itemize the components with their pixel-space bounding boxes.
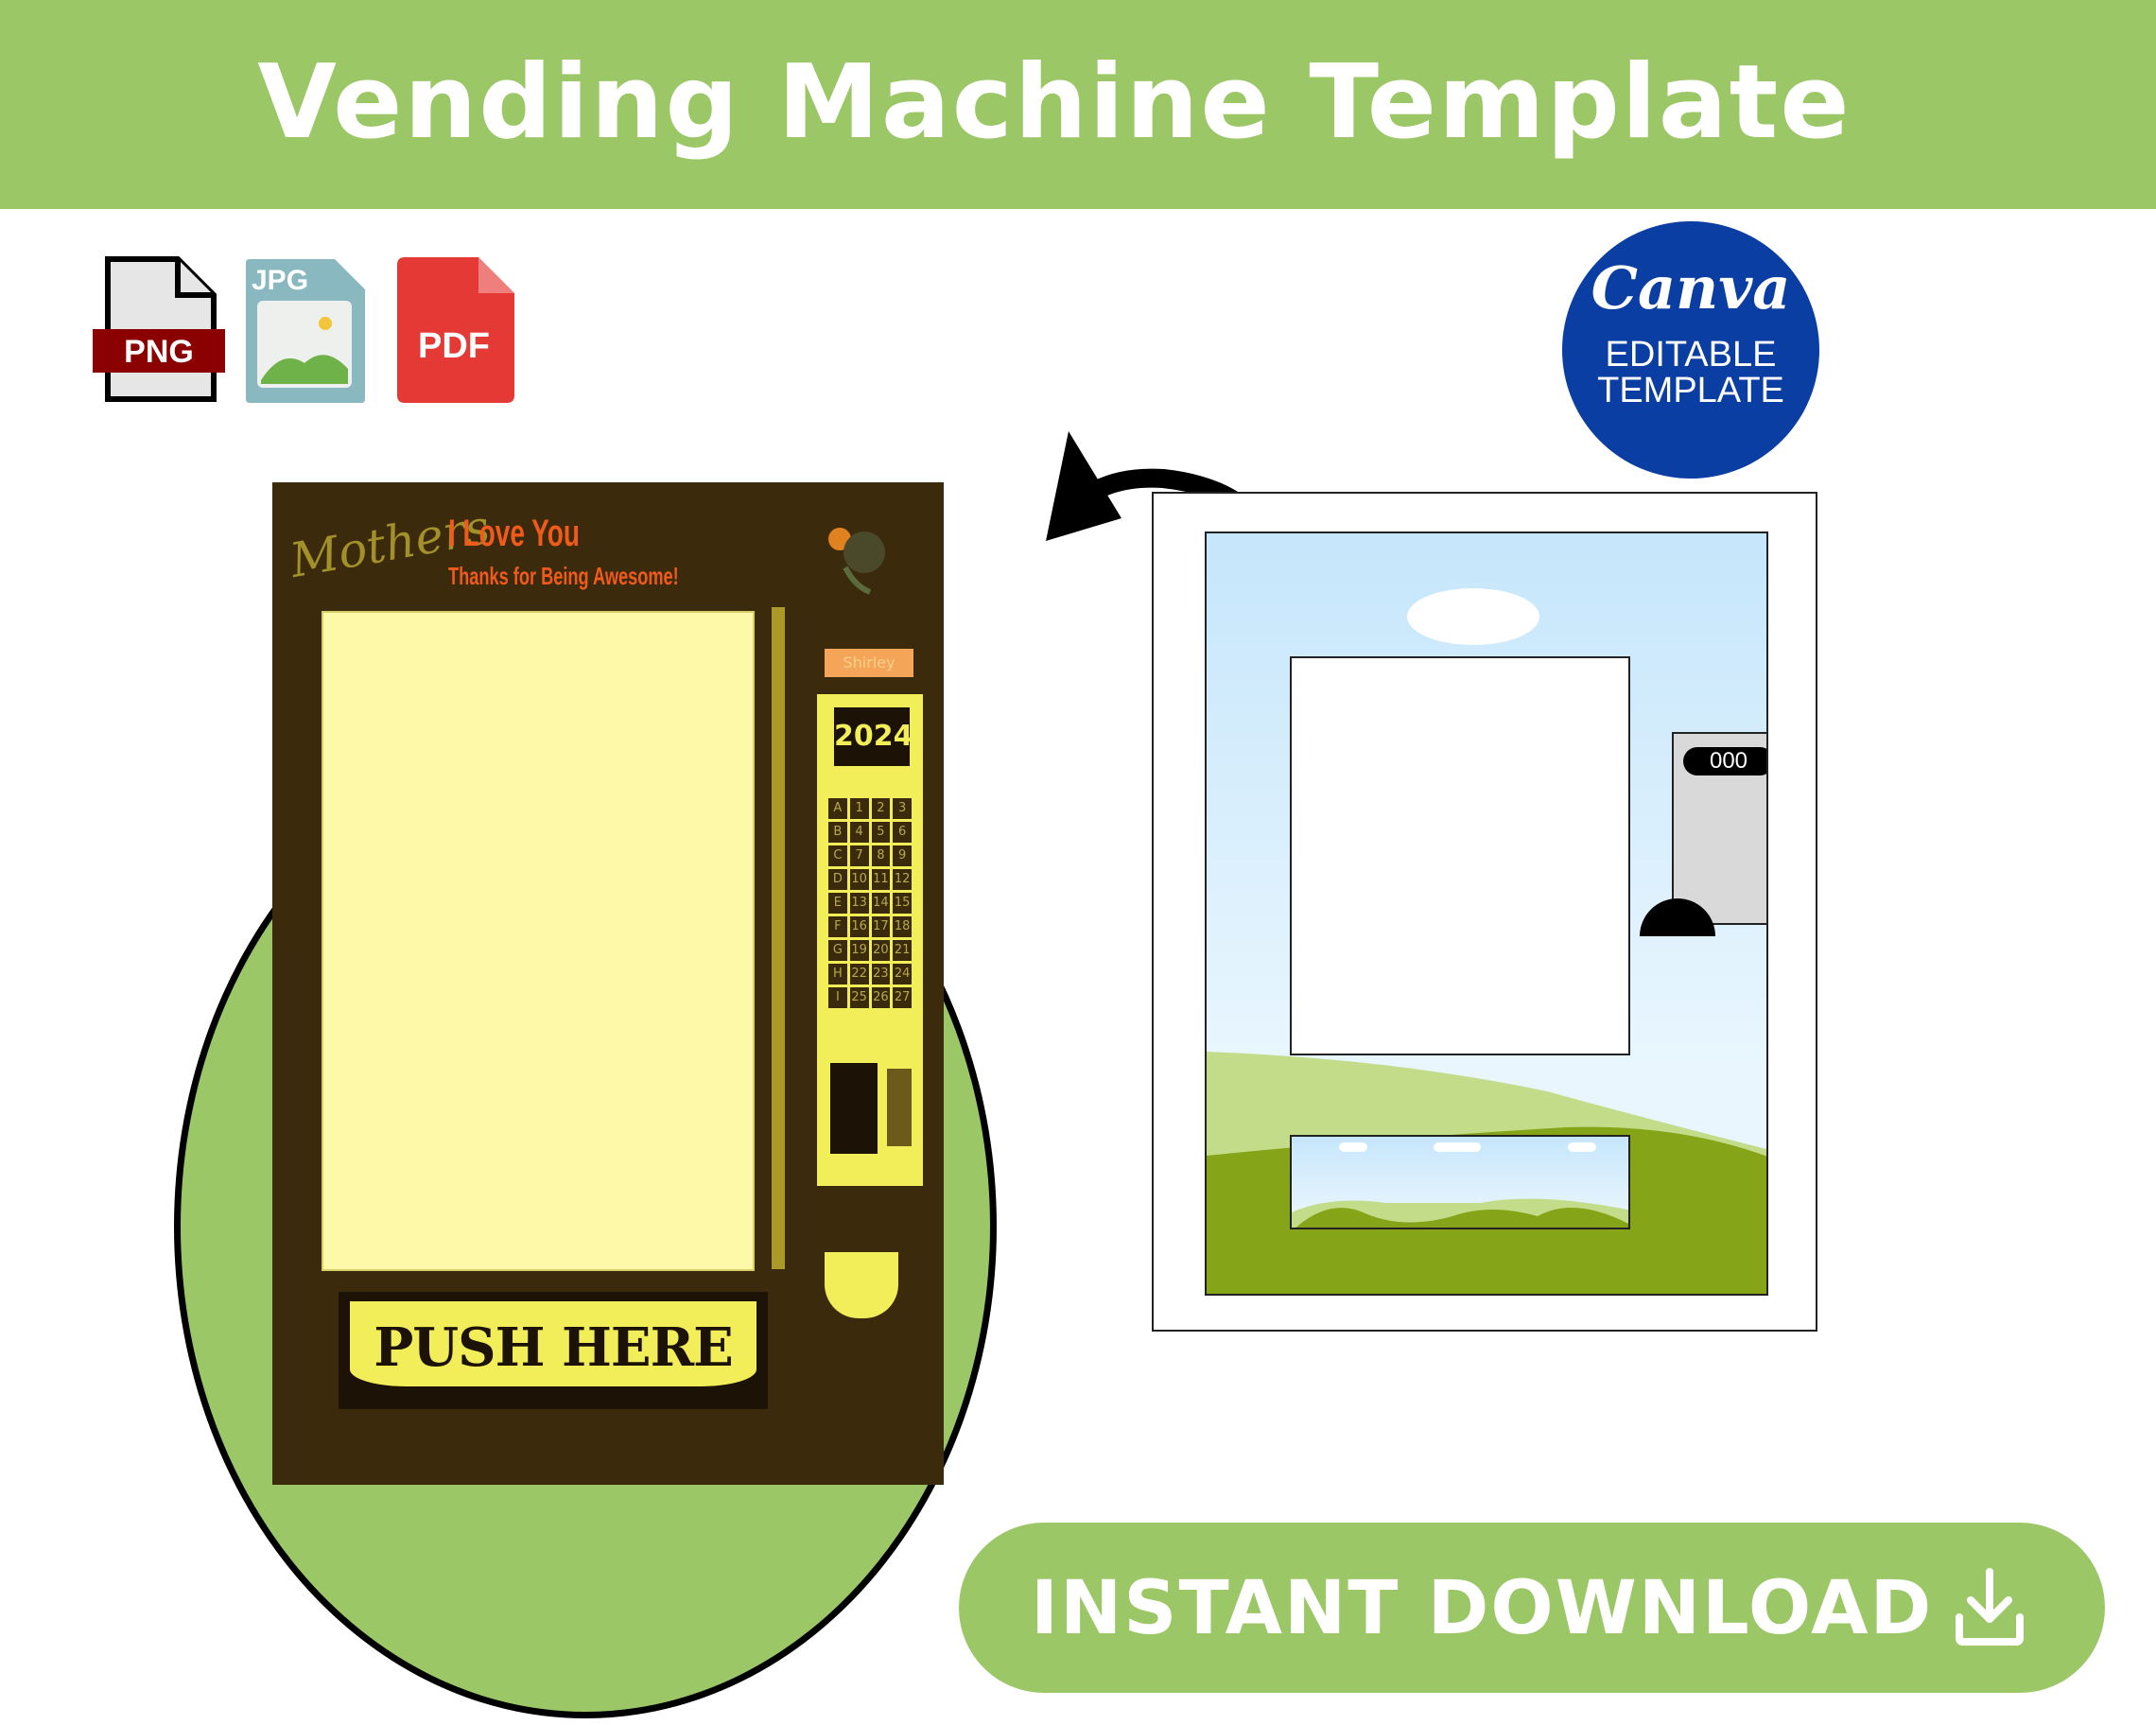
keypad-key: A xyxy=(828,798,847,819)
keypad-key: G xyxy=(828,940,847,961)
png-label: PNG xyxy=(124,334,194,370)
pdf-file-icon: PDF xyxy=(397,257,514,403)
keypad-key: E xyxy=(828,893,847,914)
name-tag: Shirley xyxy=(825,649,913,677)
keypad-key: 19 xyxy=(849,940,869,961)
year-display: 2024 xyxy=(834,707,913,766)
keypad-key: 21 xyxy=(893,940,912,961)
jpg-label: JPG xyxy=(252,265,308,296)
keypad-key: 26 xyxy=(871,987,891,1008)
title-banner: Vending Machine Template xyxy=(0,0,2156,209)
sample-subheading: Thanks for Being Awesome! xyxy=(448,562,679,590)
keypad-key: D xyxy=(828,869,847,890)
keypad-key: 20 xyxy=(871,940,891,961)
blank-template-preview: 000 xyxy=(1152,492,1817,1332)
pdf-label: PDF xyxy=(418,326,490,366)
template-background: 000 xyxy=(1205,531,1768,1296)
keypad-key: 1 xyxy=(849,798,869,819)
keypad-key: C xyxy=(828,845,847,866)
keypad-key: 6 xyxy=(893,822,912,843)
keypad-key: 14 xyxy=(871,893,891,914)
bill-slot xyxy=(830,1063,878,1154)
keypad-key: 11 xyxy=(871,869,891,890)
template-product-window xyxy=(1290,656,1630,1055)
template-pickup-tray xyxy=(1290,1135,1630,1229)
keypad-key: 7 xyxy=(849,845,869,866)
tray-hills xyxy=(1292,1142,1628,1228)
push-here-button: PUSH HERE xyxy=(339,1292,768,1409)
instant-download-button[interactable]: INSTANT DOWNLOAD xyxy=(959,1523,2105,1693)
keypad-key: 3 xyxy=(893,798,912,819)
keypad-key: 25 xyxy=(849,987,869,1008)
keypad-key: 17 xyxy=(871,916,891,937)
keypad-key: H xyxy=(828,964,847,984)
page-title: Vending Machine Template xyxy=(257,44,1852,162)
keypad-key: 24 xyxy=(893,964,912,984)
flower-icon xyxy=(828,528,885,595)
product-window xyxy=(322,611,755,1271)
keypad-key: 2 xyxy=(871,798,891,819)
keypad-key: 18 xyxy=(893,916,912,937)
keypad-key: 5 xyxy=(871,822,891,843)
keypad-key: 15 xyxy=(893,893,912,914)
push-here-label: PUSH HERE xyxy=(374,1316,734,1379)
instant-download-label: INSTANT DOWNLOAD xyxy=(1031,1566,1934,1651)
sample-vending-machine: Mothers I Love You Thanks for Being Awes… xyxy=(272,482,944,1485)
sample-heading: I Love You xyxy=(448,513,580,554)
download-icon xyxy=(1956,1568,2024,1646)
canva-badge-line2: TEMPLATE xyxy=(1597,371,1784,410)
jpg-file-icon: JPG xyxy=(246,259,365,403)
png-file-icon: PNG xyxy=(93,256,225,402)
keypad-key: 27 xyxy=(893,987,912,1008)
keypad-key: 10 xyxy=(849,869,869,890)
window-side-bar xyxy=(772,607,785,1269)
keypad-key: 23 xyxy=(871,964,891,984)
template-coin-return-icon xyxy=(1640,898,1715,936)
keypad-key: B xyxy=(828,822,847,843)
keypad-key: 22 xyxy=(849,964,869,984)
keypad-key: 9 xyxy=(893,845,912,866)
keypad-key: 16 xyxy=(849,916,869,937)
keypad-key: 12 xyxy=(893,869,912,890)
push-button-face: PUSH HERE xyxy=(350,1301,756,1394)
change-cup xyxy=(825,1252,898,1318)
canva-badge-text: EDITABLE TEMPLATE xyxy=(1562,337,1819,409)
keypad-key: F xyxy=(828,916,847,937)
keypad-key: 4 xyxy=(849,822,869,843)
coin-slot xyxy=(887,1069,912,1146)
keypad-key: 13 xyxy=(849,893,869,914)
canva-badge-line1: EDITABLE xyxy=(1605,335,1777,375)
template-coin-panel: 000 xyxy=(1672,732,1766,925)
canva-editable-badge: Canva EDITABLE TEMPLATE xyxy=(1562,221,1819,479)
canva-logo: Canva xyxy=(1591,253,1791,322)
template-counter: 000 xyxy=(1683,747,1766,775)
keypad-key: I xyxy=(828,987,847,1008)
keypad-key: 8 xyxy=(871,845,891,866)
